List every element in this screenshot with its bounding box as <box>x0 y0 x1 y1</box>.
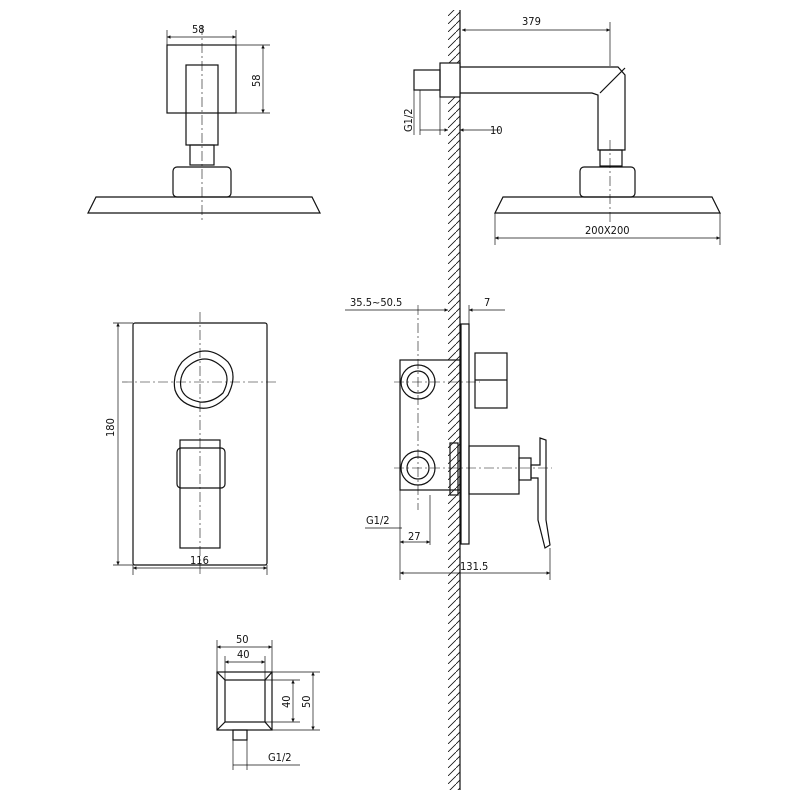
shower-head-side-view: 379 G1/2 10 200X200 <box>402 15 721 245</box>
dim-plate-height: 180 <box>104 418 117 437</box>
dim-install-depth: 35.5~50.5 <box>350 296 402 309</box>
dim-head-width: 58 <box>192 23 205 36</box>
dim-valve-thread: G1/2 <box>366 514 390 527</box>
dim-arm-length: 379 <box>522 15 541 28</box>
valve-side-view: 35.5~50.5 7 G1/2 27 131.5 <box>345 296 552 580</box>
dim-plate-thickness: 7 <box>484 296 490 309</box>
dim-plate-width: 116 <box>190 554 209 567</box>
dim-arm-thread: G1/2 <box>402 108 415 132</box>
dim-flange-depth: 10 <box>490 124 503 137</box>
dim-head-height: 58 <box>250 74 263 87</box>
dim-outlet-outer-height: 50 <box>300 695 313 708</box>
shower-head-front-view: 58 58 <box>87 23 321 222</box>
dim-head-size: 200X200 <box>585 224 630 237</box>
valve-plate-front-view: 180 116 <box>104 312 278 575</box>
dim-outlet-outer-width: 50 <box>236 633 249 646</box>
dim-outlet-inner-height: 40 <box>280 695 293 708</box>
dim-thread-spacing: 27 <box>408 530 421 543</box>
wall-outlet-view: 50 40 40 50 G1/2 <box>216 633 320 770</box>
dim-total-depth: 131.5 <box>460 560 488 573</box>
dim-outlet-thread: G1/2 <box>268 751 292 764</box>
dim-outlet-inner-width: 40 <box>237 648 250 661</box>
wall-section <box>448 10 461 790</box>
